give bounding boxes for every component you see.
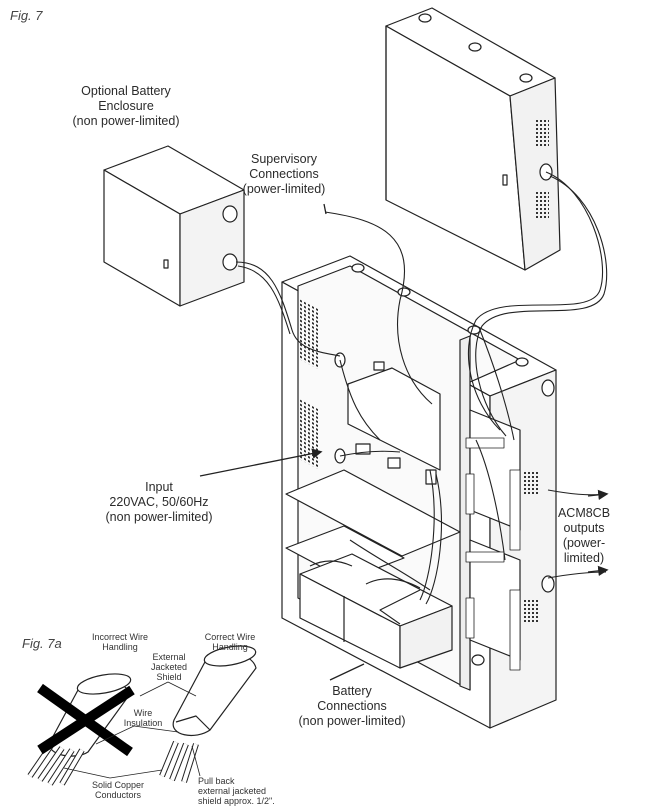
- input-line-1: Input: [145, 480, 173, 494]
- battery-connections-line-1: Battery: [332, 684, 372, 698]
- external-jacketed-shield-label: External Jacketed Shield: [144, 652, 194, 682]
- acm8cb-panel: [385, 7, 561, 271]
- battery-enclosure-label: Optional Battery Enclosure (non power-li…: [64, 84, 188, 129]
- pull-back-line-1: Pull back: [198, 776, 235, 786]
- input-line-2: 220VAC, 50/60Hz: [109, 495, 209, 509]
- battery-connections-label: Battery Connections (non power-limited): [290, 684, 414, 729]
- external-line-3: Shield: [156, 672, 182, 682]
- acm8cb-line-2: outputs: [563, 521, 605, 535]
- battery-enclosure-line-2: Enclosure: [98, 99, 154, 113]
- solid-copper-label: Solid Copper Conductors: [80, 780, 156, 800]
- external-line-2: Jacketed: [150, 662, 188, 672]
- acm8cb-outputs-label: ACM8CB outputs (power- limited): [556, 506, 612, 566]
- input-line-3: (non power-limited): [105, 510, 213, 524]
- figure-caption-inset: Fig. 7a: [22, 636, 62, 651]
- incorrect-handling-label: Incorrect Wire Handling: [84, 632, 156, 652]
- battery-enclosure-line-1: Optional Battery: [81, 84, 171, 98]
- supervisory-line-3: (power-limited): [242, 182, 326, 196]
- battery-connections-line-2: Connections: [317, 699, 387, 713]
- main-enclosure: [281, 255, 557, 729]
- external-line-1: External: [152, 652, 186, 662]
- pull-back-label: Pull back external jacketed shield appro…: [198, 776, 282, 806]
- figure-caption-main: Fig. 7: [10, 8, 43, 23]
- wire-handling-inset: [27, 645, 257, 786]
- pull-back-line-2: external jacketed: [198, 786, 267, 796]
- battery-enclosure-box: [103, 145, 245, 307]
- supervisory-line-1: Supervisory: [251, 152, 317, 166]
- supervisory-connections-label: Supervisory Connections (power-limited): [236, 152, 332, 197]
- acm8cb-line-4: limited): [563, 551, 605, 565]
- supervisory-line-2: Connections: [249, 167, 319, 181]
- wire-insulation-label: Wire Insulation: [116, 708, 170, 728]
- insulation-line-2: Insulation: [123, 718, 163, 728]
- input-label: Input 220VAC, 50/60Hz (non power-limited…: [98, 480, 220, 525]
- incorrect-line-1: Incorrect Wire: [91, 632, 148, 642]
- correct-line-1: Correct Wire: [204, 632, 256, 642]
- battery-connections-line-3: (non power-limited): [298, 714, 406, 728]
- incorrect-line-2: Handling: [102, 642, 138, 652]
- pull-back-line-3: shield approx. 1/2".: [198, 796, 275, 806]
- acm8cb-line-3: (power-: [562, 536, 606, 550]
- copper-line-2: Conductors: [94, 790, 142, 800]
- copper-line-1: Solid Copper: [91, 780, 145, 790]
- insulation-line-1: Wire: [133, 708, 153, 718]
- correct-handling-label: Correct Wire Handling: [194, 632, 266, 652]
- battery-enclosure-line-3: (non power-limited): [72, 114, 180, 128]
- correct-line-2: Handling: [212, 642, 248, 652]
- acm8cb-line-1: ACM8CB: [557, 506, 611, 520]
